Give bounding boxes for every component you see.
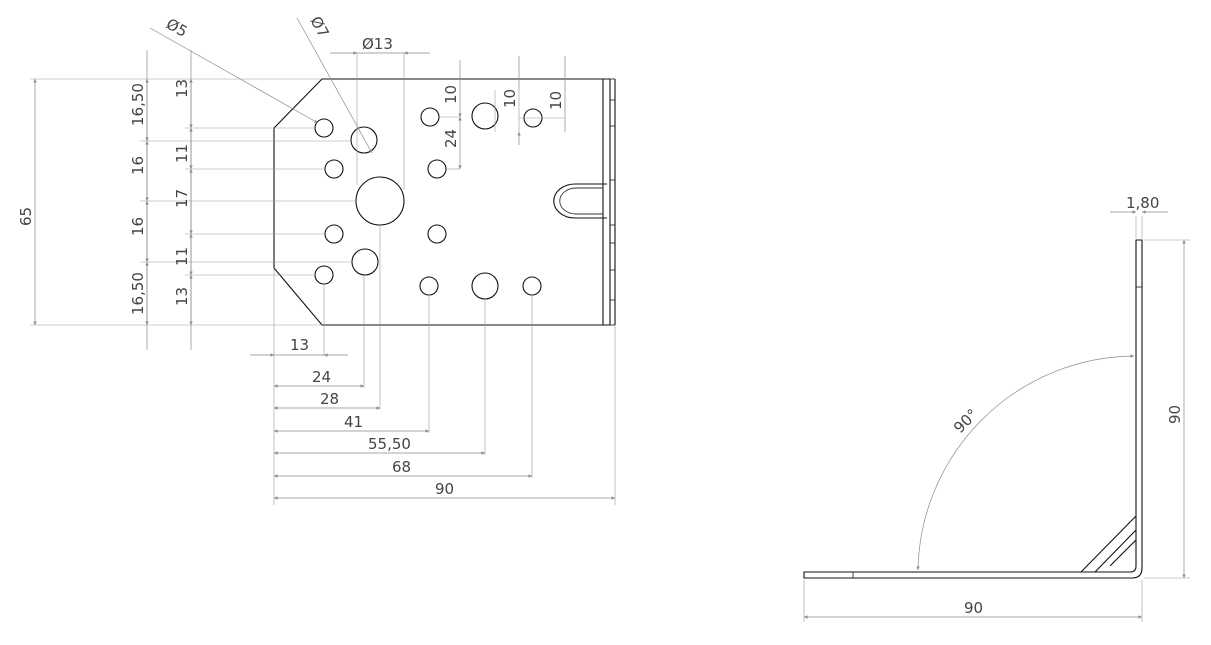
hole-small <box>314 265 334 285</box>
height-label: 90 <box>1166 405 1184 424</box>
hole-small <box>427 159 447 179</box>
thickness-dimension <box>1110 210 1168 238</box>
height-dimension <box>1144 239 1190 579</box>
dim-bottom-7: 90 <box>435 480 454 498</box>
hole-medium <box>471 272 499 300</box>
dim-inner-5: 13 <box>173 287 191 306</box>
hole-small <box>427 224 447 244</box>
hole-small <box>419 276 439 296</box>
dim-top-3: 10 <box>547 91 565 110</box>
dim-inner-1: 13 <box>173 79 191 98</box>
bottom-extension-lines <box>273 225 616 505</box>
hole-small <box>324 159 344 179</box>
width-dimension <box>803 580 1143 622</box>
dim-bottom-5: 55,50 <box>368 435 411 453</box>
hole-large <box>355 176 405 226</box>
top-dimensions <box>440 56 566 170</box>
dim-inner-2: 11 <box>173 144 191 163</box>
u-slot <box>553 183 607 219</box>
dim-bottom-2: 24 <box>312 368 331 386</box>
left-extension-lines <box>30 78 356 326</box>
hole-small <box>420 107 440 127</box>
dim-bottom-1: 13 <box>290 336 309 354</box>
hole-small <box>314 118 334 138</box>
diameter-leaders <box>149 17 430 190</box>
side-view: 1,80 90° 90 90 <box>803 194 1190 622</box>
dim-total-height: 65 <box>17 207 35 226</box>
hole-medium <box>350 126 378 154</box>
angle-label: 90° <box>950 405 982 437</box>
dim-left-3: 16 <box>129 217 147 236</box>
dim-left-2: 16 <box>129 156 147 175</box>
flange-ticks <box>610 99 615 301</box>
dim-bottom-4: 41 <box>344 413 363 431</box>
hole-small <box>324 224 344 244</box>
dim-top-4: 24 <box>442 129 460 148</box>
dim-left-4: 16,50 <box>129 272 147 315</box>
dim-top-1: 10 <box>442 85 460 104</box>
angle-arc <box>916 354 1135 571</box>
front-view: Ø5 Ø7 Ø13 10 10 10 24 <box>17 13 616 505</box>
dim-bottom-6: 68 <box>392 458 411 476</box>
diameter-medium-label: Ø7 <box>307 13 333 40</box>
dim-inner-3: 17 <box>173 189 191 208</box>
dim-bottom-3: 28 <box>320 390 339 408</box>
width-label: 90 <box>964 599 983 617</box>
l-profile-outer <box>803 239 1143 579</box>
bottom-dimension-lines <box>250 353 615 500</box>
dim-top-2: 10 <box>501 89 519 108</box>
hole-small <box>522 276 542 296</box>
hole-medium <box>351 248 379 276</box>
dim-left-1: 16,50 <box>129 83 147 126</box>
hole-medium <box>471 102 499 130</box>
diameter-large-label: Ø13 <box>362 35 393 53</box>
dim-inner-4: 11 <box>173 247 191 266</box>
thickness-label: 1,80 <box>1126 194 1159 212</box>
left-dimension-lines <box>33 50 193 350</box>
stiffening-rib <box>1080 515 1137 573</box>
diameter-small-label: Ø5 <box>163 15 190 41</box>
